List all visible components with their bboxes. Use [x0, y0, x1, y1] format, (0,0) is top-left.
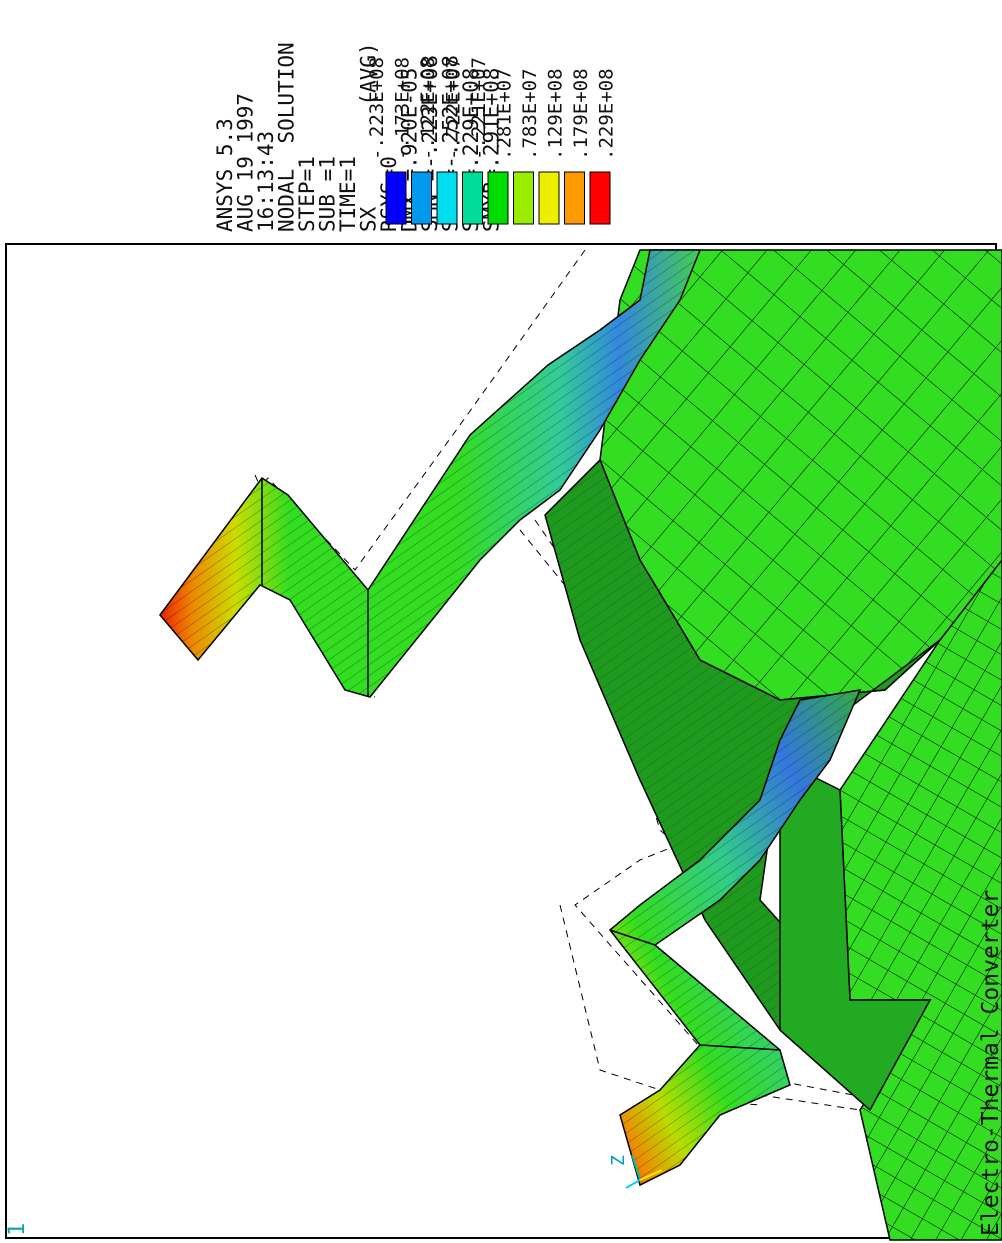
legend-label: -.223E+08	[366, 57, 388, 160]
legend-label: -.122E+08	[417, 57, 439, 160]
info-line: AUG 19 1997	[234, 93, 258, 232]
legend-label: -.221E+07	[468, 57, 490, 160]
info-line: NODAL SOLUTION	[275, 42, 299, 232]
window-number: 1	[5, 1223, 30, 1236]
info-line: SUB =1	[316, 156, 340, 232]
legend-swatch	[411, 171, 432, 225]
model-geometry	[159, 249, 1002, 1241]
info-line: TIME=1	[336, 156, 360, 232]
legend-label: -.722E+07	[443, 57, 465, 160]
axis-triad: Z	[608, 1154, 663, 1189]
base-block-front	[779, 758, 932, 1112]
legend-label: .783E+07	[519, 68, 541, 160]
info-line: ANSYS 5.3	[213, 118, 237, 232]
info-line: STEP=1	[295, 156, 319, 232]
legend-swatch	[589, 171, 611, 225]
legend-label: .281E+07	[494, 68, 516, 160]
triad-z-label: Z	[608, 1155, 629, 1166]
legend-label: .179E+08	[570, 68, 592, 160]
legend-swatch	[462, 171, 483, 225]
info-line: 16:13:43	[254, 131, 278, 232]
legend-swatch	[487, 171, 509, 225]
legend-swatch	[564, 171, 585, 225]
legend-label: .229E+08	[596, 68, 618, 160]
legend-swatch	[513, 171, 534, 225]
legend-label: -.173E+08	[392, 57, 414, 160]
legend-label: .129E+08	[545, 68, 567, 160]
legend-swatch	[385, 171, 407, 225]
hub-mesh	[600, 250, 1002, 980]
legend-swatch	[436, 171, 458, 225]
info-line: SX (AVG)	[357, 42, 381, 232]
plot-title: Electro-Thermal Converter	[978, 890, 1002, 1236]
legend-swatch	[538, 171, 560, 225]
